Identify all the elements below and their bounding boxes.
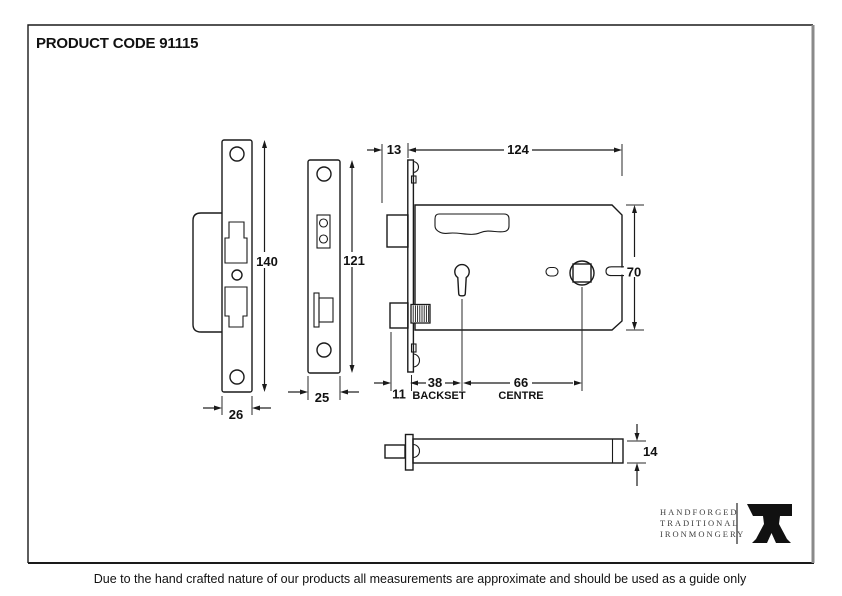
dim-faceplate-thickness: 13	[387, 142, 401, 157]
dim-forend-height: 121	[343, 253, 365, 268]
dim-140-arrow-down	[262, 384, 267, 392]
edge-slot	[605, 266, 624, 277]
lock-case-body	[414, 204, 623, 331]
dim-38-arrow-left	[410, 380, 418, 386]
dim-11-arrow	[383, 380, 391, 386]
forend-latch-box	[318, 297, 334, 323]
dim-backset-value: 38	[428, 375, 442, 390]
dim-bolt-throw: 11	[392, 387, 406, 402]
strike-plate-latch-cutout	[224, 221, 248, 264]
anvil-logo-icon	[747, 504, 792, 543]
forend-plate-body	[307, 159, 341, 374]
bolt-tail-outline	[410, 303, 431, 324]
anvil-body-legs	[752, 516, 791, 543]
lock-spring-detail	[434, 213, 510, 235]
forend-small-hole-lower	[318, 234, 329, 244]
lock-case-view: 13 124 70 38 66 11 BACKSET	[367, 142, 644, 402]
dim-124-arrow-right	[614, 147, 622, 153]
lock-faceplate-strip	[407, 159, 415, 373]
dead-bolt-hatched-tail	[410, 303, 431, 324]
footer-disclaimer: Due to the hand crafted nature of our pr…	[94, 572, 747, 586]
faceplate-top-screw-profile	[412, 160, 419, 174]
dim-13-arrow	[374, 147, 382, 153]
dim-bolt-thickness: 14	[643, 444, 658, 459]
bolt-bar	[412, 438, 624, 464]
dim-66-arrow-right	[574, 380, 582, 386]
forend-follower-plate	[316, 214, 331, 249]
dim-121-arrow-down	[349, 365, 355, 373]
dim-121-arrow-up	[349, 160, 355, 168]
frame-top-left-border	[27, 24, 813, 563]
strike-plate-keep-bump	[192, 212, 222, 333]
dim-14-arrow-up	[634, 463, 640, 471]
forend-small-hole-upper	[318, 218, 329, 228]
dim-case-length: 124	[507, 142, 529, 157]
centre-label: CENTRE	[498, 390, 543, 402]
dim-25-arrow-right	[340, 389, 348, 395]
strike-plate-screw-hole-middle	[231, 269, 243, 281]
forend-plate-view: 121 25	[288, 159, 365, 405]
bolt-tail-hatching	[412, 305, 430, 322]
dim-centre-value: 66	[514, 375, 528, 390]
dim-forend-width: 25	[315, 390, 329, 405]
dim-strike-plate-height: 140	[256, 254, 278, 269]
latch-bolt-protruding	[386, 214, 409, 248]
brand-line-1: HANDFORGED	[660, 507, 739, 517]
strike-plate-screw-hole-top	[229, 146, 245, 162]
brand-line-2: TRADITIONAL	[660, 518, 740, 528]
strike-plate-screw-hole-bottom	[229, 369, 245, 385]
edge-slot-mask	[617, 267, 626, 275]
dim-38-arrow-right	[453, 380, 461, 386]
dim-140-arrow-up	[262, 140, 267, 148]
faceplate-bottom-screw-profile	[412, 353, 421, 368]
forend-screw-hole-bottom	[316, 342, 332, 358]
dim-124-arrow-left	[408, 147, 416, 153]
keyhole	[454, 263, 470, 297]
faceplate-bottom-notch	[410, 343, 417, 353]
strike-plate-body	[221, 139, 253, 393]
brand-block: HANDFORGED TRADITIONAL IRONMONGERY	[660, 503, 792, 544]
forend-latch-bar	[313, 292, 320, 328]
dim-case-height: 70	[627, 265, 641, 280]
faceplate-top-notch	[410, 175, 417, 184]
bolt-stub-profile	[412, 443, 421, 459]
strike-plate-view: 140 26	[192, 139, 278, 422]
dim-70-arrow-up	[632, 205, 637, 213]
dim-26-arrow-right	[252, 405, 260, 411]
dim-26-arrow-left	[214, 405, 222, 411]
dim-70-arrow-down	[632, 322, 637, 330]
product-code-label: PRODUCT CODE 91115	[36, 35, 198, 52]
backset-label: BACKSET	[412, 390, 465, 402]
bolt-side-view: 14	[384, 424, 658, 486]
dead-bolt-protruding	[389, 302, 409, 329]
bolt-stub	[384, 444, 406, 459]
dim-25-arrow-left	[300, 389, 308, 395]
brand-line-3: IRONMONGERY	[660, 529, 745, 539]
dim-strike-plate-width: 26	[229, 407, 243, 422]
spindle-follower-circle	[569, 260, 595, 286]
spindle-follower-square	[572, 263, 592, 283]
dim-66-arrow-left	[463, 380, 471, 386]
oval-slot	[545, 266, 559, 277]
bolt-flange	[404, 433, 414, 471]
strike-plate-bolt-cutout	[224, 286, 248, 328]
forend-screw-hole-top	[316, 166, 332, 182]
dim-14-arrow-down	[634, 433, 640, 441]
anvil-top-bar	[747, 504, 792, 516]
